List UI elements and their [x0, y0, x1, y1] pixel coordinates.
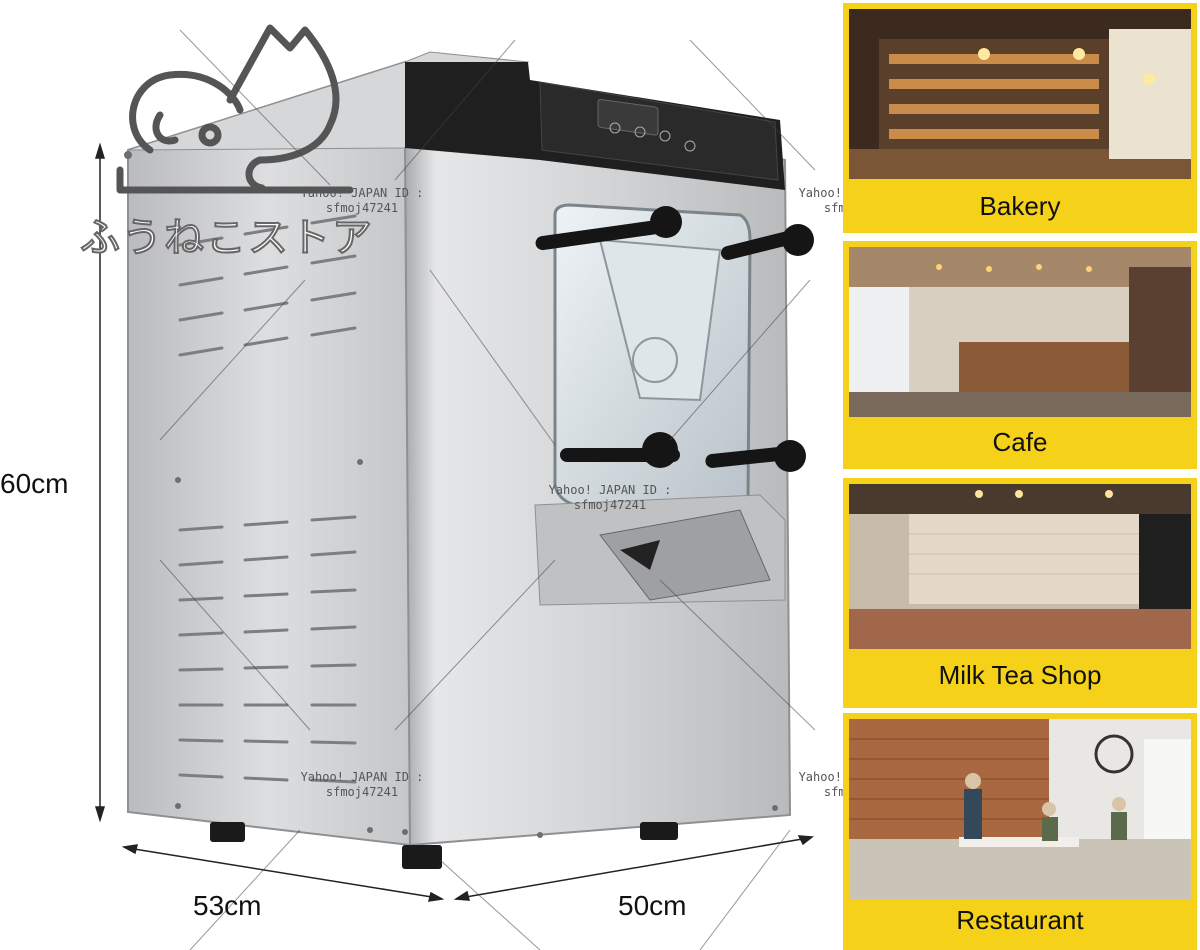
width-dimension-line: [121, 844, 445, 902]
door-knobs: [535, 206, 814, 472]
milk-tea-shop-photo: [849, 484, 1191, 649]
scene-label-bakery: Bakery: [979, 191, 1061, 221]
watermark: Yahoo! JAPAN ID :sfmoj47241: [300, 770, 424, 799]
height-label: 60cm: [0, 468, 69, 499]
vent-slots: [178, 214, 357, 784]
scene-panel-cafe: Cafe: [843, 241, 1197, 469]
width-label: 53cm: [193, 890, 262, 921]
machine-feet: [210, 822, 678, 869]
depth-dimension-line: [453, 835, 814, 901]
cylinder-door: [553, 203, 752, 517]
machine-side-panel: [127, 60, 412, 847]
depth-label: 50cm: [618, 890, 687, 921]
watermark: Yahoo! JAPAN ID :sfmoj47241: [300, 186, 424, 215]
discharge-chute: [534, 494, 786, 606]
shop-logo-cat: [116, 24, 354, 194]
shop-logo-text: ふうねこストア: [79, 214, 374, 262]
scene-panel-bakery: Bakery: [843, 3, 1197, 233]
bakery-photo: [849, 9, 1191, 179]
scene-label-cafe: Cafe: [992, 427, 1048, 457]
watermark: Yahoo! JAPAN ID :sfmoj47241: [548, 483, 672, 512]
scene-label-restaurant: Restaurant: [956, 905, 1084, 935]
cafe-photo: [849, 247, 1191, 417]
scene-panel-restaurant: Restaurant: [843, 713, 1197, 950]
scene-label-milk-tea-shop: Milk Tea Shop: [938, 660, 1102, 690]
ice-cream-machine-illustration: [94, 24, 816, 950]
restaurant-photo: [849, 719, 1191, 899]
scene-panel-milk-tea-shop: Milk Tea Shop: [843, 478, 1197, 708]
height-dimension-line: [94, 142, 106, 823]
